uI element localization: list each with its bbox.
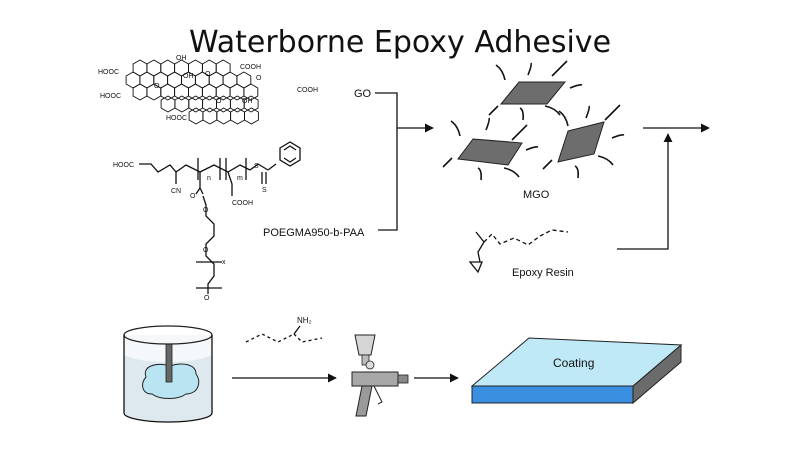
mgo-polymer-tail: [597, 155, 614, 166]
go-ring: [174, 83, 189, 101]
go-label: GO: [354, 88, 372, 100]
mgo-polymer-tail: [495, 64, 506, 81]
mgo-polymer-tail: [551, 60, 568, 77]
coating-label: Coating: [553, 356, 594, 370]
mgo-polymer-tail: [544, 105, 561, 116]
mgo-polymer-tail: [511, 124, 528, 141]
spray-gun-icon: [351, 334, 409, 417]
polymer-oxygen-1: O: [190, 193, 196, 200]
mgo-polymer-tail: [542, 159, 553, 170]
mgo-sheet-3: [557, 121, 605, 163]
diagram-title: Waterborne Epoxy Adhesive: [189, 25, 611, 60]
mgo-polymer-tail: [525, 146, 539, 151]
go-group-cooh-2: COOH: [297, 87, 318, 94]
go-ring: [244, 107, 259, 125]
go-ring: [202, 107, 218, 125]
go-ring: [201, 83, 217, 101]
polymer-oxygen-4: O: [204, 295, 210, 302]
polymer-index-m: m: [237, 175, 243, 182]
mgo-label: MGO: [523, 189, 550, 201]
go-group-hooc-2: HOOC: [100, 93, 121, 100]
mgo-polymer-tail: [585, 105, 590, 119]
amine-curing-agent: NH₂: [245, 316, 323, 343]
mgo-sheets: MGO: [442, 60, 625, 201]
go-group-oh-1: OH: [176, 55, 187, 62]
mgo-polymer-tail: [488, 105, 499, 116]
mgo-polymer-tail: [442, 157, 453, 168]
mgo-polymer-tail: [569, 84, 583, 89]
go-group-cooh-1: COOH: [240, 64, 261, 71]
polymer-sulfur-1: S: [254, 163, 259, 170]
polymer-oxygen-3: O: [203, 247, 209, 254]
go-group-hooc-1: HOOC: [98, 69, 119, 76]
mgo-polymer-tail: [519, 107, 524, 121]
mgo-polymer-tail: [485, 117, 490, 131]
go-ring: [202, 95, 217, 113]
amine-label: NH₂: [297, 316, 312, 325]
coating-slab: Coating: [470, 337, 683, 405]
polymer-index-n: n: [207, 175, 211, 182]
go-ring: [188, 107, 204, 125]
go-ring: [243, 95, 259, 113]
polymer-group-cn: CN: [171, 188, 181, 195]
go-ring: [216, 107, 232, 125]
graphene-oxide-structure: HOOC HOOC HOOC OH OH OH COOH COOH O O O …: [98, 55, 318, 125]
beaker-dispersion: [123, 325, 213, 423]
go-ring: [160, 83, 176, 101]
polymer-oxygen-2: O: [203, 207, 209, 214]
epoxy-resin-label: Epoxy Resin: [512, 267, 574, 279]
go-ring: [188, 83, 203, 101]
polymer-index-x: x: [222, 259, 226, 266]
mgo-polymer-tail: [558, 110, 569, 127]
go-group-oh-2: OH: [183, 73, 194, 80]
go-group-oh-3: OH: [242, 98, 253, 105]
go-group-o-4: O: [256, 75, 262, 82]
mgo-polymer-tail: [450, 120, 461, 137]
go-ring: [160, 95, 176, 113]
go-ring: [132, 83, 148, 101]
mgo-sheet-1: [499, 81, 567, 105]
go-ring: [174, 95, 190, 113]
arrow-epoxy-up: [617, 133, 673, 250]
mgo-polymer-tail: [503, 167, 520, 178]
go-group-o-2: O: [154, 83, 160, 90]
polymer-label: POEGMA950-b-PAA: [263, 227, 365, 239]
go-group-hooc-3: HOOC: [166, 115, 187, 122]
go-ring: [230, 107, 245, 125]
polymer-sulfur-2: S: [262, 187, 267, 194]
epoxy-resin: Epoxy Resin: [468, 229, 574, 279]
polymer-group-cooh: COOH: [232, 200, 253, 207]
polymer-group-hooc: HOOC: [113, 162, 134, 169]
go-ring: [243, 83, 259, 101]
mgo-polymer-tail: [604, 104, 621, 121]
polymer-structure: HOOC CN COOH n m S S O O O O x: [113, 141, 301, 302]
mgo-polymer-tail: [527, 62, 532, 76]
go-polymer-merge: GO POEGMA950-b-PAA: [263, 88, 434, 239]
go-ring: [188, 95, 204, 113]
go-group-o-3: O: [216, 98, 222, 105]
mgo-polymer-tail: [611, 134, 625, 139]
mgo-polymer-tail: [574, 165, 579, 179]
go-group-o-1: O: [205, 71, 211, 78]
mgo-sheet-2: [457, 138, 523, 166]
mgo-polymer-tail: [477, 167, 482, 181]
